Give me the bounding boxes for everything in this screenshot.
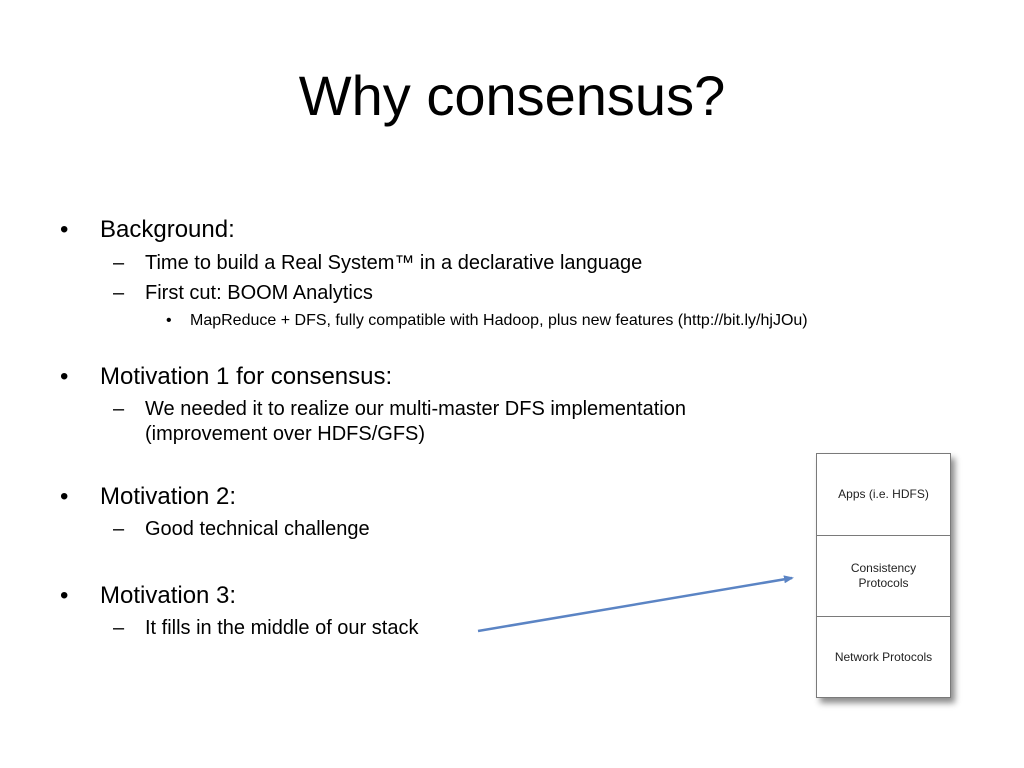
stack-layer-network: Network Protocols	[817, 616, 950, 698]
dash-marker: –	[113, 617, 125, 639]
dash-marker: –	[113, 398, 125, 420]
dash-marker: –	[113, 282, 125, 304]
bullet-marker-small: •	[166, 312, 172, 329]
bullet-motivation-3: Motivation 3:	[100, 582, 237, 609]
subsubbullet-mapreduce: MapReduce + DFS, fully compatible with H…	[190, 312, 808, 329]
bullet-marker: •	[60, 582, 69, 609]
arrow-line	[477, 575, 794, 633]
bullet-background: Background:	[100, 216, 235, 243]
bullet-marker: •	[60, 363, 69, 390]
bullet-motivation-1: Motivation 1 for consensus:	[100, 363, 393, 390]
subbullet-first-cut: First cut: BOOM Analytics	[145, 282, 373, 304]
stack-layer-apps: Apps (i.e. HDFS)	[838, 487, 929, 501]
subbullet-multi-master-line1: We needed it to realize our multi-master…	[145, 398, 686, 420]
subbullet-fills-middle: It fills in the middle of our stack	[145, 617, 419, 639]
bullet-motivation-2: Motivation 2:	[100, 483, 237, 510]
subbullet-time-to-build: Time to build a Real System™ in a declar…	[145, 252, 643, 274]
dash-marker: –	[113, 518, 125, 540]
dash-marker: –	[113, 252, 125, 274]
subbullet-technical-challenge: Good technical challenge	[145, 518, 370, 540]
stack-layer-consistency: Consistency Protocols	[817, 535, 950, 616]
protocol-stack-diagram: Apps (i.e. HDFS) Consistency Protocols N…	[816, 453, 951, 698]
bullet-marker: •	[60, 216, 69, 243]
bullet-marker: •	[60, 483, 69, 510]
slide-title: Why consensus?	[298, 64, 726, 127]
subbullet-multi-master-line2: (improvement over HDFS/GFS)	[145, 423, 426, 445]
